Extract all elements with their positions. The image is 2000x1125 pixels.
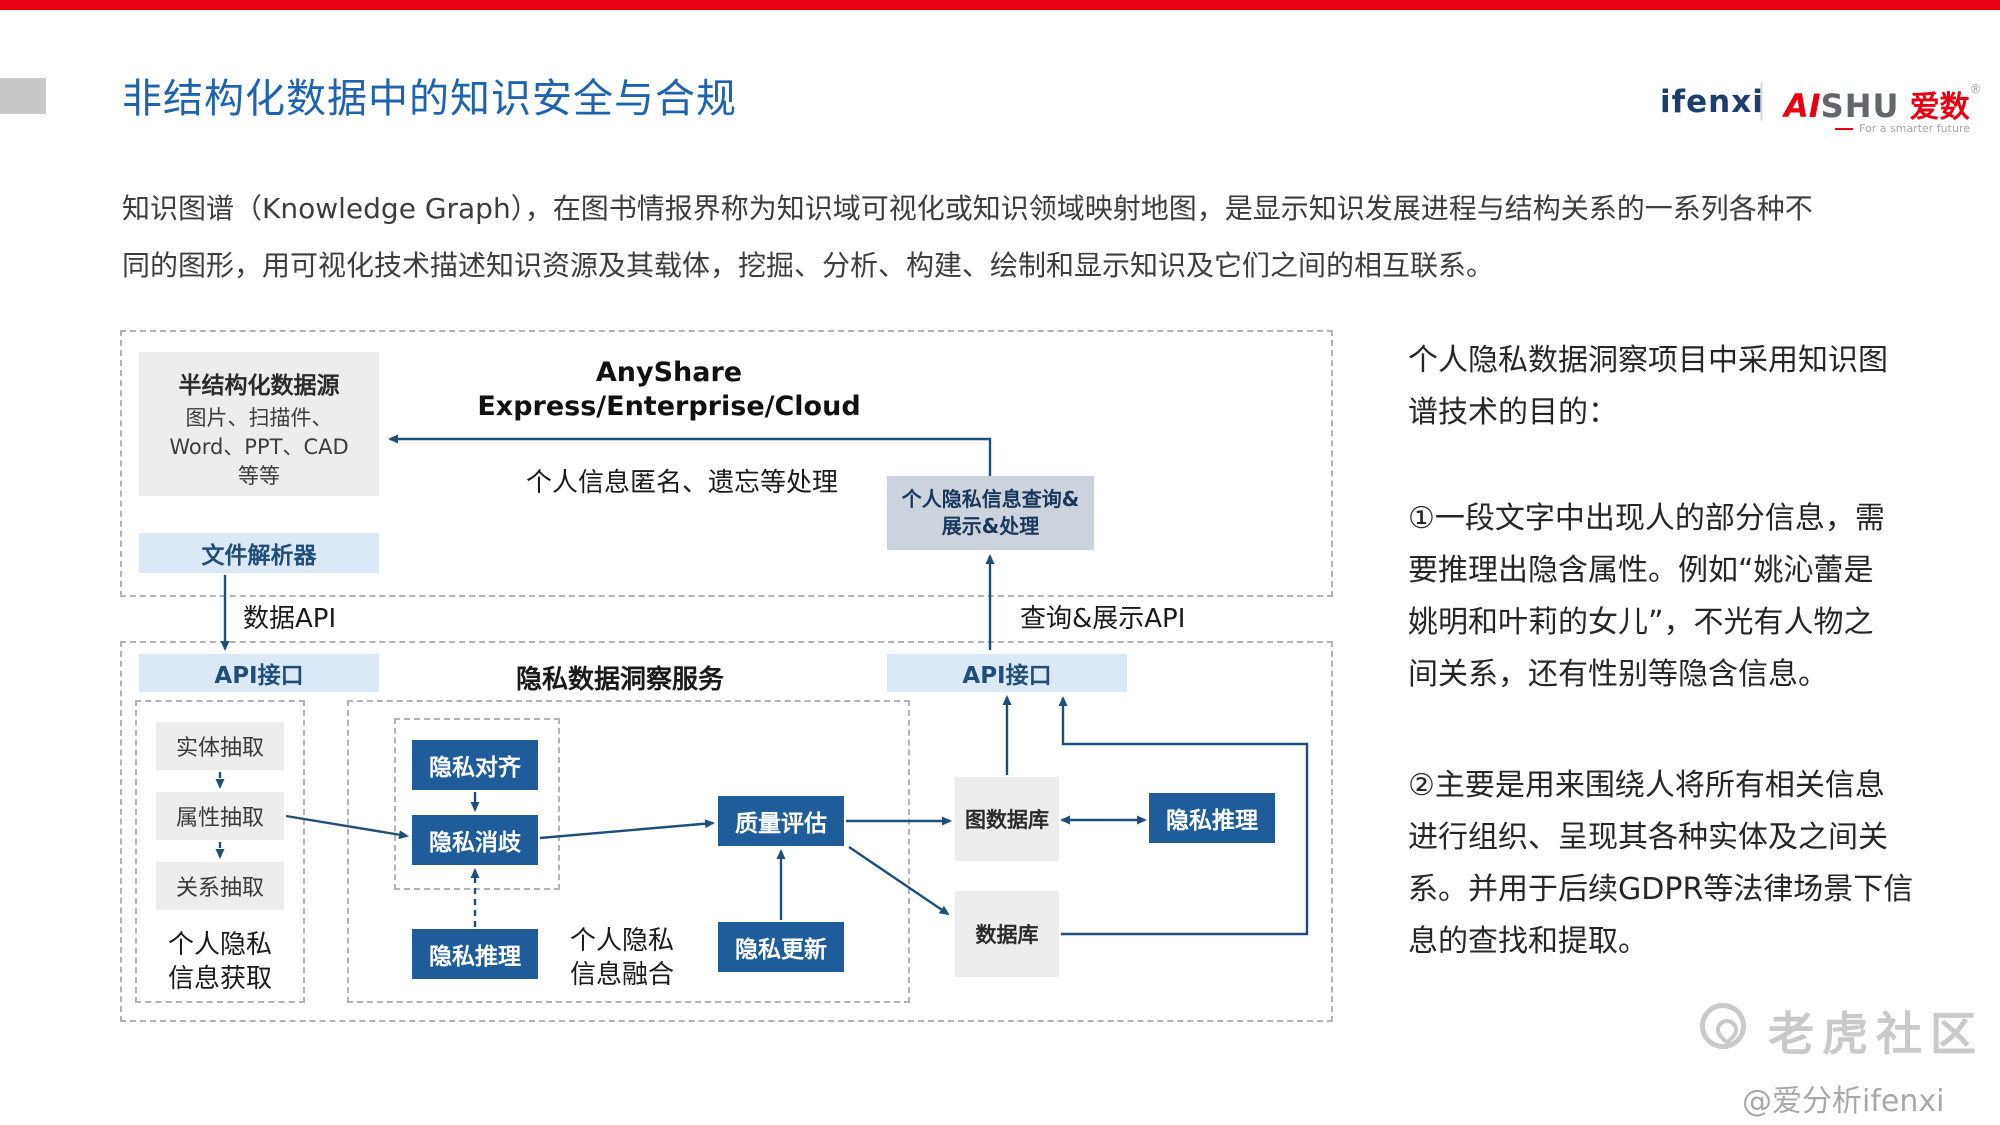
intro-paragraph: 知识图谱（Knowledge Graph），在图书情报界称为知识域可视化或知识领…	[122, 192, 1813, 282]
privacy-inference-mid-box: 隐私推理	[412, 929, 538, 979]
privacy-disambiguation-box: 隐私消歧	[412, 815, 538, 865]
tiger-community-icon	[1700, 1003, 1746, 1049]
aishu-cn-mark: 爱数	[1909, 90, 1970, 125]
page-title: 非结构化数据中的知识安全与合规	[122, 76, 737, 122]
semi-structured-datasource-box: 半结构化数据源 图片、扫描件、 Word、PPT、CAD 等等	[139, 352, 379, 496]
quality-evaluation-box: 质量评估	[718, 796, 844, 846]
anyshare-dashed-container	[120, 330, 1333, 597]
right-panel-purpose: 个人隐私数据洞察项目中采用知识图 谱技术的目的：	[1408, 343, 1888, 430]
right-panel-point-1: ①一段文字中出现人的部分信息，需 要推理出隐含属性。例如“姚沁蕾是 姚明和叶莉的…	[1408, 501, 1885, 692]
registered-mark-icon: ®	[1969, 82, 1982, 96]
aishu-logo: AISHU 爱数®	[1784, 82, 1982, 126]
relation-extraction-box: 关系抽取	[156, 862, 284, 910]
watermark-handle: @爱分析ifenxi	[1742, 1084, 1945, 1119]
graph-database-box: 图数据库	[955, 777, 1059, 861]
api-interface-right-box: API接口	[887, 654, 1127, 692]
logo-divider: |	[1755, 76, 1768, 120]
tagline-dash	[1835, 128, 1854, 130]
privacy-acquisition-caption: 个人隐私 信息获取	[167, 930, 272, 994]
privacy-query-display-box: 个人隐私信息查询& 展示&处理	[887, 476, 1094, 550]
anonymize-process-label: 个人信息匿名、遗忘等处理	[525, 468, 838, 498]
privacy-inference-right-box: 隐私推理	[1149, 793, 1275, 843]
anyshare-title: AnyShare Express/Enterprise/Cloud	[477, 357, 861, 422]
right-panel-point-2: ②主要是用来围绕人将所有相关信息 进行组织、呈现其各种实体及之间关 系。并用于后…	[1408, 768, 1914, 959]
datasource-body: 图片、扫描件、 Word、PPT、CAD 等等	[169, 406, 349, 488]
aishu-ai-mark: AI	[1784, 87, 1821, 125]
extraction-dashed-group	[135, 700, 305, 1003]
query-display-api-label: 查询&展示API	[1020, 604, 1186, 634]
privacy-update-box: 隐私更新	[718, 922, 844, 972]
attribute-extraction-box: 属性抽取	[156, 792, 284, 840]
watermark-brand: 老虎社区	[1768, 1007, 1984, 1061]
top-accent-bar	[0, 0, 2000, 10]
data-api-label: 数据API	[243, 604, 337, 634]
privacy-insight-service-title: 隐私数据洞察服务	[515, 665, 724, 695]
ifenxi-logo: ifenxi	[1660, 84, 1764, 120]
align-disambiguate-dashed-group	[394, 718, 560, 890]
datasource-title: 半结构化数据源	[178, 373, 340, 399]
privacy-fusion-caption: 个人隐私 信息融合	[569, 926, 674, 990]
privacy-align-box: 隐私对齐	[412, 740, 538, 790]
aishu-shu-mark: SHU	[1820, 87, 1900, 125]
database-box: 数据库	[955, 891, 1059, 977]
aishu-tagline: For a smarter future	[1812, 122, 1970, 135]
file-parser-box: 文件解析器	[139, 533, 379, 573]
tiger-community-icon-inner	[1711, 1014, 1743, 1046]
title-accent-block	[0, 78, 46, 114]
api-interface-left-box: API接口	[139, 654, 379, 692]
privacy-service-dashed-container	[120, 641, 1333, 1022]
entity-extraction-box: 实体抽取	[156, 722, 284, 770]
